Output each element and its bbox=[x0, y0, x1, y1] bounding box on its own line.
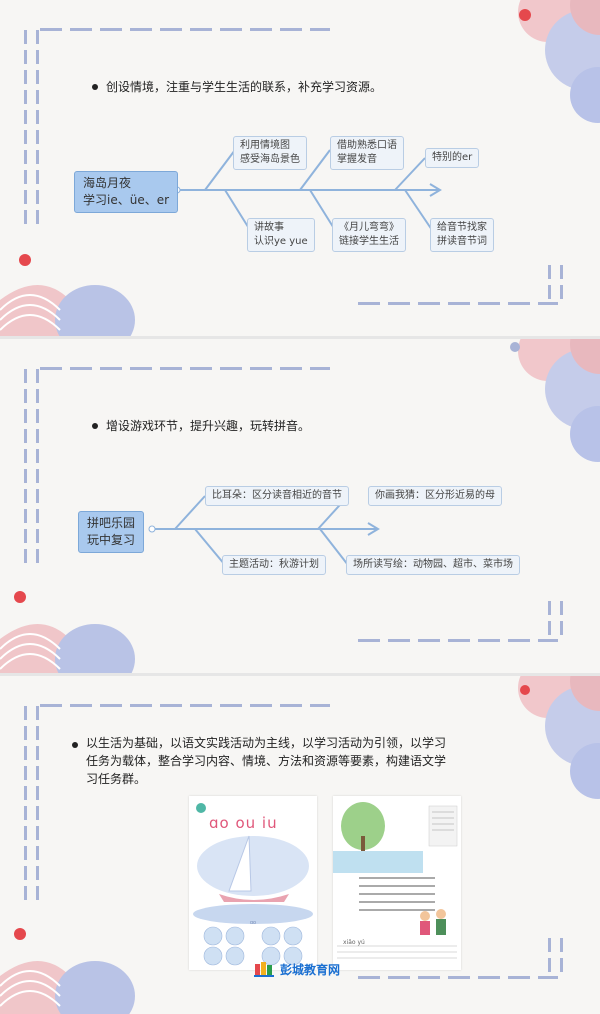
slide-1-decoration bbox=[0, 0, 600, 336]
slide-1-bullet: 创设情境，注重与学生生活的联系，补充学习资源。 bbox=[106, 80, 383, 94]
slide-3-bullet: 以生活为基础，以语文实践活动为主线，以学习活动为引领，以学习任务为载体，整合学习… bbox=[86, 736, 447, 786]
root-line-2: 学习ie、üe、er bbox=[83, 193, 170, 207]
slide-2-bullet: 增设游戏环节，提升兴趣，玩转拼音。 bbox=[106, 419, 311, 433]
bottom-dash-line bbox=[358, 976, 558, 979]
bottom-dash-line bbox=[358, 639, 558, 642]
node-moon-song: 《月儿弯弯》 链接学生生活 bbox=[332, 218, 406, 252]
slide-2: 增设游戏环节，提升兴趣，玩转拼音。 拼吧乐园 玩中复习 比耳朵：区分读音相近的音… bbox=[0, 339, 600, 673]
node-text: 借助熟悉口语 bbox=[337, 140, 397, 151]
node-ear-compare: 比耳朵：区分读音相近的音节 bbox=[205, 486, 349, 506]
node-story: 讲故事 认识ye yue bbox=[247, 218, 315, 252]
left-vertical-dash bbox=[24, 30, 27, 230]
slide-1-fishbone bbox=[173, 149, 442, 231]
left-vertical-dash bbox=[24, 369, 27, 569]
node-situation-image: 利用情境图 感受海岛景色 bbox=[233, 136, 307, 170]
slide-3-decoration bbox=[0, 676, 600, 1014]
node-syllable-home: 给音节找家 拼读音节词 bbox=[430, 218, 494, 252]
book-left-label: ɑo bbox=[249, 920, 257, 926]
node-colloquial: 借助熟悉口语 掌握发音 bbox=[330, 136, 404, 170]
slide-2-decoration bbox=[0, 339, 600, 673]
slide-3: 以生活为基础，以语文实践活动为主线，以学习活动为引领，以学习任务为载体，整合学习… bbox=[0, 676, 600, 1014]
left-vertical-dash-2 bbox=[36, 30, 39, 230]
bullet-dot bbox=[72, 742, 78, 748]
root-line-1: 拼吧乐园 bbox=[87, 516, 136, 530]
site-logo-text: 彭城教育网 bbox=[280, 963, 341, 977]
node-text: 特别的er bbox=[432, 152, 473, 163]
slide-2-fishbone bbox=[148, 495, 380, 566]
node-text: 给音节找家 bbox=[437, 222, 487, 233]
book-left-title: ɑo ou iu bbox=[209, 814, 278, 832]
right-vertical-dash bbox=[548, 265, 551, 305]
right-vertical-dash-2 bbox=[560, 265, 563, 305]
node-text: 感受海岛景色 bbox=[240, 154, 300, 165]
node-text: 利用情境图 bbox=[240, 140, 290, 151]
bullet-dot bbox=[92, 84, 98, 90]
node-autumn-trip: 主题活动：秋游计划 bbox=[222, 555, 326, 575]
node-place-draw: 场所读写绘：动物园、超市、菜市场 bbox=[346, 555, 520, 575]
node-draw-guess: 你画我猜：区分形近易的母 bbox=[368, 486, 502, 506]
right-vertical-dash-2 bbox=[560, 938, 563, 978]
books-logo-icon bbox=[254, 962, 274, 977]
fishbone-root: 拼吧乐园 玩中复习 bbox=[78, 511, 145, 553]
textbook-page-right: xiǎo yú bbox=[333, 796, 461, 970]
textbook-illustration-children bbox=[333, 802, 458, 959]
left-vertical-dash-2 bbox=[36, 369, 39, 569]
node-special-er: 特别的er bbox=[425, 148, 480, 168]
bullet-dot bbox=[92, 423, 98, 429]
node-text: 链接学生生活 bbox=[339, 236, 399, 247]
node-text: 讲故事 bbox=[254, 222, 284, 233]
node-text: 掌握发音 bbox=[337, 154, 377, 165]
book-right-label: xiǎo yú bbox=[343, 939, 365, 946]
bottom-dash-line bbox=[358, 302, 558, 305]
right-vertical-dash bbox=[548, 601, 551, 641]
top-dash-line bbox=[40, 704, 330, 707]
left-vertical-dash bbox=[24, 706, 27, 906]
textbook-illustration-sailboat bbox=[193, 803, 313, 966]
top-dash-line bbox=[40, 28, 330, 31]
root-line-2: 玩中复习 bbox=[87, 533, 136, 547]
node-text: 《月儿弯弯》 bbox=[339, 222, 399, 233]
right-vertical-dash-2 bbox=[560, 601, 563, 641]
node-text: 拼读音节词 bbox=[437, 236, 487, 247]
left-vertical-dash-2 bbox=[36, 706, 39, 906]
right-vertical-dash bbox=[548, 938, 551, 978]
fishbone-root: 海岛月夜 学习ie、üe、er bbox=[74, 171, 179, 213]
node-text: 认识ye yue bbox=[254, 236, 308, 247]
slide-1: 创设情境，注重与学生生活的联系，补充学习资源。 海岛月夜 学习ie、üe、er … bbox=[0, 0, 600, 336]
top-dash-line bbox=[40, 367, 330, 370]
root-line-1: 海岛月夜 bbox=[83, 176, 132, 190]
textbook-page-left: ɑo ou iu ɑo bbox=[189, 796, 317, 970]
